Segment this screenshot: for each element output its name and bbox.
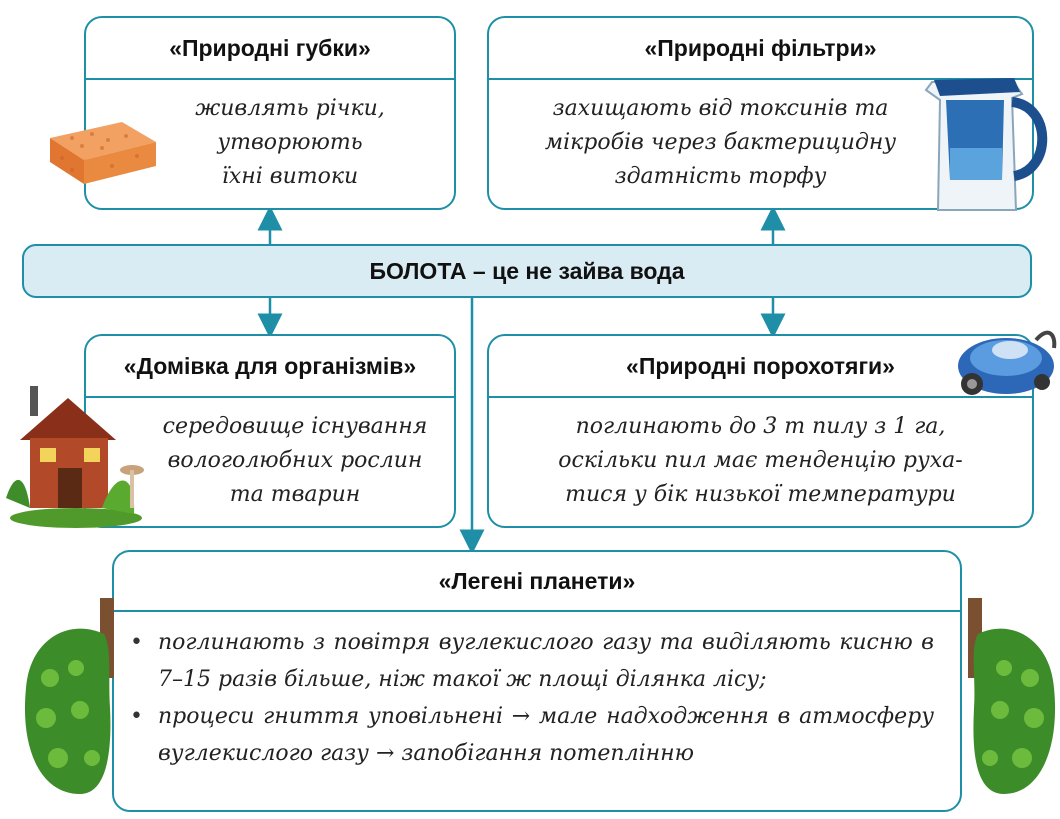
vacuum-line: оскільки пил має тенденцію руха- [558, 448, 963, 473]
filters-title: «Природні фільтри» [489, 18, 1032, 80]
lung-tree-left-icon [24, 598, 114, 794]
vacuum-line: тися у бік низької температури [565, 482, 956, 507]
vacuum-line: поглинають до 3 т пилу з 1 га, [575, 414, 946, 439]
filters-line: мікробів через бактерицидну [544, 130, 897, 155]
sponges-title: «Природні губки» [86, 18, 454, 80]
sponge-icon [50, 122, 156, 184]
lungs-bullet-item: поглинають з повітря вуглекислого газу т… [114, 624, 934, 698]
sponges-box: «Природні губки» живлять річки, утворюют… [84, 16, 456, 210]
sponges-line: живлять річки, [195, 96, 385, 121]
vacuum-box: «Природні порохотяги» поглинають до 3 т … [487, 334, 1034, 528]
vacuum-text: поглинають до 3 т пилу з 1 га, оскільки … [489, 398, 1032, 512]
lungs-title: «Легені планети» [114, 552, 960, 612]
home-line: середовище існування [162, 414, 428, 439]
house-icon [6, 386, 144, 528]
home-title: «Домівка для організмів» [86, 336, 454, 398]
home-line: та тварин [229, 482, 361, 507]
water-filter-jug-icon [924, 78, 1048, 211]
home-box: «Домівка для організмів» середовище існу… [84, 334, 456, 528]
home-line: вологолюбних рослин [167, 448, 423, 473]
filters-line: захищають від токсинів та [552, 96, 889, 121]
lungs-bullet-list: поглинають з повітря вуглекислого газу т… [114, 612, 960, 772]
sponges-line: утворюють [217, 130, 363, 155]
home-text: середовище існування вологолюбних рослин… [86, 398, 454, 512]
central-topic-bar: БОЛОТА – це не зайва вода [22, 244, 1032, 298]
filters-line: здатність торфу [614, 164, 827, 189]
lung-tree-right-icon [968, 598, 1056, 794]
sponges-text: живлять річки, утворюють їхні витоки [86, 80, 454, 194]
filters-text: захищають від токсинів та мікробів через… [489, 80, 1032, 194]
sponges-line: їхні витоки [221, 164, 359, 189]
vacuum-cleaner-icon [958, 330, 1057, 395]
lungs-box: «Легені планети» поглинають з повітря ву… [112, 550, 962, 812]
lungs-bullet-item: процеси гниття уповільнені → мале надход… [114, 698, 934, 772]
vacuum-title: «Природні порохотяги» [489, 336, 1032, 398]
